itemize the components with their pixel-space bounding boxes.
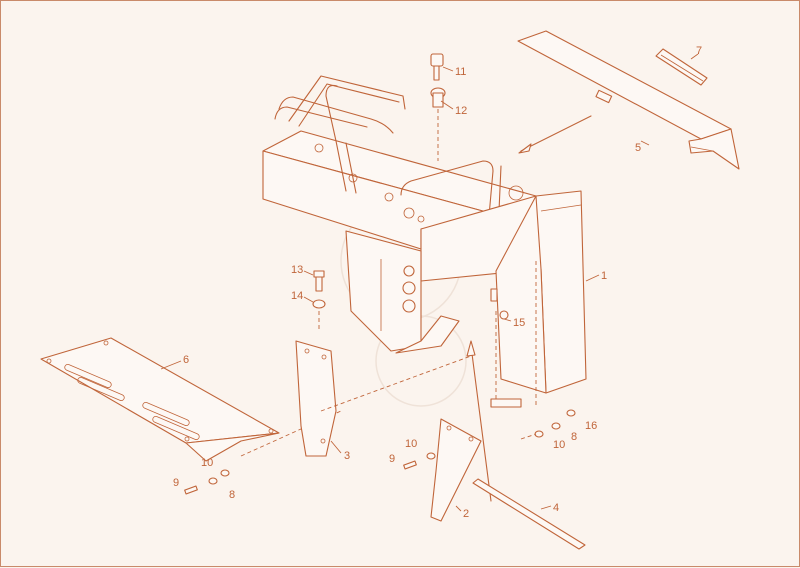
hardware-left <box>184 469 230 495</box>
callout-1: 1 <box>601 270 607 282</box>
callout-2: 2 <box>463 508 469 520</box>
part-14-washer <box>312 299 326 331</box>
part-15-nut <box>499 310 509 320</box>
part-6-foot-plate <box>40 337 342 462</box>
part-11-key <box>430 53 444 81</box>
callout-10-right: 10 <box>553 439 565 451</box>
part-4-rod <box>472 478 586 550</box>
callout-16: 16 <box>585 420 597 432</box>
callout-13: 13 <box>291 264 303 276</box>
part-1-main-frame <box>262 75 587 408</box>
assembly-arrows <box>466 340 492 502</box>
leader-lines <box>160 53 699 512</box>
callout-6: 6 <box>183 354 189 366</box>
callout-4: 4 <box>553 502 559 514</box>
callout-8-left: 8 <box>229 489 235 501</box>
part-7-strip <box>655 48 708 86</box>
part-5-top-cover <box>517 30 740 170</box>
callout-8-right: 8 <box>571 431 577 443</box>
callout-12: 12 <box>455 105 467 117</box>
callout-15: 15 <box>513 317 525 329</box>
part-12-lock <box>430 87 446 161</box>
callout-3: 3 <box>344 450 350 462</box>
part-3-left-bracket <box>295 340 472 457</box>
callout-5: 5 <box>635 142 641 154</box>
callout-10-mid: 10 <box>405 438 417 450</box>
hardware-mid <box>403 452 436 470</box>
callout-labels: 1 2 3 4 5 6 7 8 8 9 9 10 10 10 11 12 13 … <box>173 45 702 520</box>
callout-9-mid: 9 <box>389 453 395 465</box>
callout-11: 11 <box>455 66 466 78</box>
part-2-right-bracket <box>430 418 482 522</box>
hardware-right <box>520 409 576 440</box>
callout-7: 7 <box>696 45 702 57</box>
part-13-bolt <box>313 270 325 292</box>
callout-9-left: 9 <box>173 477 179 489</box>
callout-14: 14 <box>291 290 303 302</box>
callout-10-left: 10 <box>201 457 213 469</box>
